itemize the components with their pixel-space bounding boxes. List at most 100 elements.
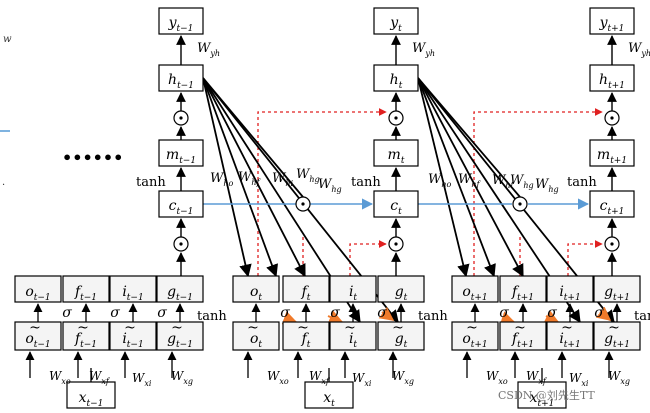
edge-fragment-dot: · [2, 180, 5, 191]
h-fan-a-1 [202, 77, 278, 278]
g-gate-box [377, 275, 425, 303]
red-i-to-odot-2 [567, 240, 603, 276]
f-gate-box [499, 275, 547, 303]
w-xg-label: Wxg [171, 369, 193, 386]
g-gate-label: gt [395, 284, 408, 303]
g-pre-box [377, 321, 425, 351]
h-fan-b-0 [417, 77, 470, 278]
odot-forget-1-dot [301, 202, 305, 206]
w-ho-label-2: Who [428, 172, 452, 189]
c-label: ct [390, 198, 402, 217]
o-pre-box [451, 321, 499, 351]
h-fan-b-1 [417, 77, 496, 278]
f-pre-label: ft−1 [74, 331, 97, 350]
orange-arrow-3 [499, 311, 516, 325]
i-gate-label: it [349, 284, 357, 303]
g-pre-label: gt−1 [167, 331, 193, 350]
x-box [304, 381, 354, 409]
node-boxes [14, 7, 641, 409]
f-pre-box [499, 321, 547, 351]
o-pre-box [232, 321, 280, 351]
tilde-mark: ~ [247, 320, 259, 336]
h-fan-a-0 [202, 77, 252, 278]
y-box [373, 7, 419, 35]
odot-c-dot [179, 242, 183, 246]
c-box [158, 190, 204, 218]
w-yh-label: Wyh [412, 41, 435, 58]
h-to-forget-node-b [417, 77, 521, 198]
edge-fragment-w: w [3, 34, 12, 45]
f-gate-box [282, 275, 330, 303]
tilde-mark: ~ [392, 320, 404, 336]
odot-h-dot [394, 116, 398, 120]
w-xo-label: Wxo [486, 369, 508, 386]
sigma-label: σ [157, 305, 167, 321]
i-gate-box [546, 275, 594, 303]
odot-h-dot [179, 116, 183, 120]
i-gate-box [329, 275, 377, 303]
f-gate-box [62, 275, 110, 303]
red-o-to-odot-2 [473, 108, 603, 276]
o-pre-label: ot [250, 331, 262, 350]
sigma-label: σ [110, 305, 120, 321]
sigma-label: σ [280, 305, 290, 321]
y-box [589, 7, 635, 35]
watermark: CSDN @刘先生TT [498, 388, 595, 402]
o-pre-label: ot+1 [462, 331, 487, 350]
c-label: ct+1 [600, 198, 625, 217]
m-label: mt [388, 147, 405, 166]
x-box [66, 381, 116, 409]
tanh-gate-label: tanh [418, 309, 448, 324]
o-gate-label: ot [250, 284, 262, 303]
f-pre-box [62, 321, 110, 351]
g-gate-label: gt+1 [604, 284, 630, 303]
orange-arrow-0 [281, 311, 298, 325]
left-edge-fragment [0, 0, 10, 413]
m-box [589, 139, 635, 167]
w-hg-label: Whg [296, 167, 320, 184]
red-dashed-connections [257, 108, 603, 276]
w-hg-node-label-2: Whg [535, 177, 559, 194]
w-xi-label: Wxi [132, 371, 152, 388]
o-gate-box [232, 275, 280, 303]
g-gate-label: gt−1 [167, 284, 193, 303]
w-hg-node-label: Whg [318, 177, 342, 194]
w-xi-label: Wxi [569, 371, 589, 388]
edge-divider [0, 130, 10, 132]
odot-forget-2-dot [518, 202, 522, 206]
h-label: ht+1 [599, 72, 625, 91]
c-box [373, 190, 419, 218]
odot-c-dot [394, 242, 398, 246]
h-fan-a-2 [202, 77, 306, 278]
tilde-mark: ~ [171, 320, 183, 336]
o-gate-box [14, 275, 62, 303]
orange-arrow-2 [378, 306, 395, 321]
w-hf-label-2: Whf [458, 172, 482, 189]
f-gate-label: ft [301, 284, 311, 303]
tilde-mark: ~ [29, 320, 41, 336]
g-gate-box [593, 275, 641, 303]
g-pre-box [593, 321, 641, 351]
m-box [158, 139, 204, 167]
i-pre-box [546, 321, 594, 351]
y-label: yt−1 [168, 15, 194, 34]
odot-h-dot [610, 116, 614, 120]
y-label: yt [389, 15, 402, 34]
i-gate-label: it+1 [559, 284, 580, 303]
i-pre-box [109, 321, 157, 351]
h-fan-b-2 [417, 77, 524, 278]
f-pre-label: ft [301, 331, 311, 350]
m-box [373, 139, 419, 167]
h-box [589, 64, 635, 92]
i-gate-label: it−1 [122, 284, 143, 303]
odot-c-dot [610, 242, 614, 246]
w-hf-label: Whf [238, 170, 262, 187]
c-box [589, 190, 635, 218]
sigma-label: σ [330, 305, 340, 321]
w-xg-label: Wxg [392, 369, 414, 386]
tilde-mark: ~ [297, 320, 309, 336]
o-pre-box [14, 321, 62, 351]
i-pre-label: it [349, 331, 357, 350]
tanh-label: tanh [567, 175, 597, 190]
